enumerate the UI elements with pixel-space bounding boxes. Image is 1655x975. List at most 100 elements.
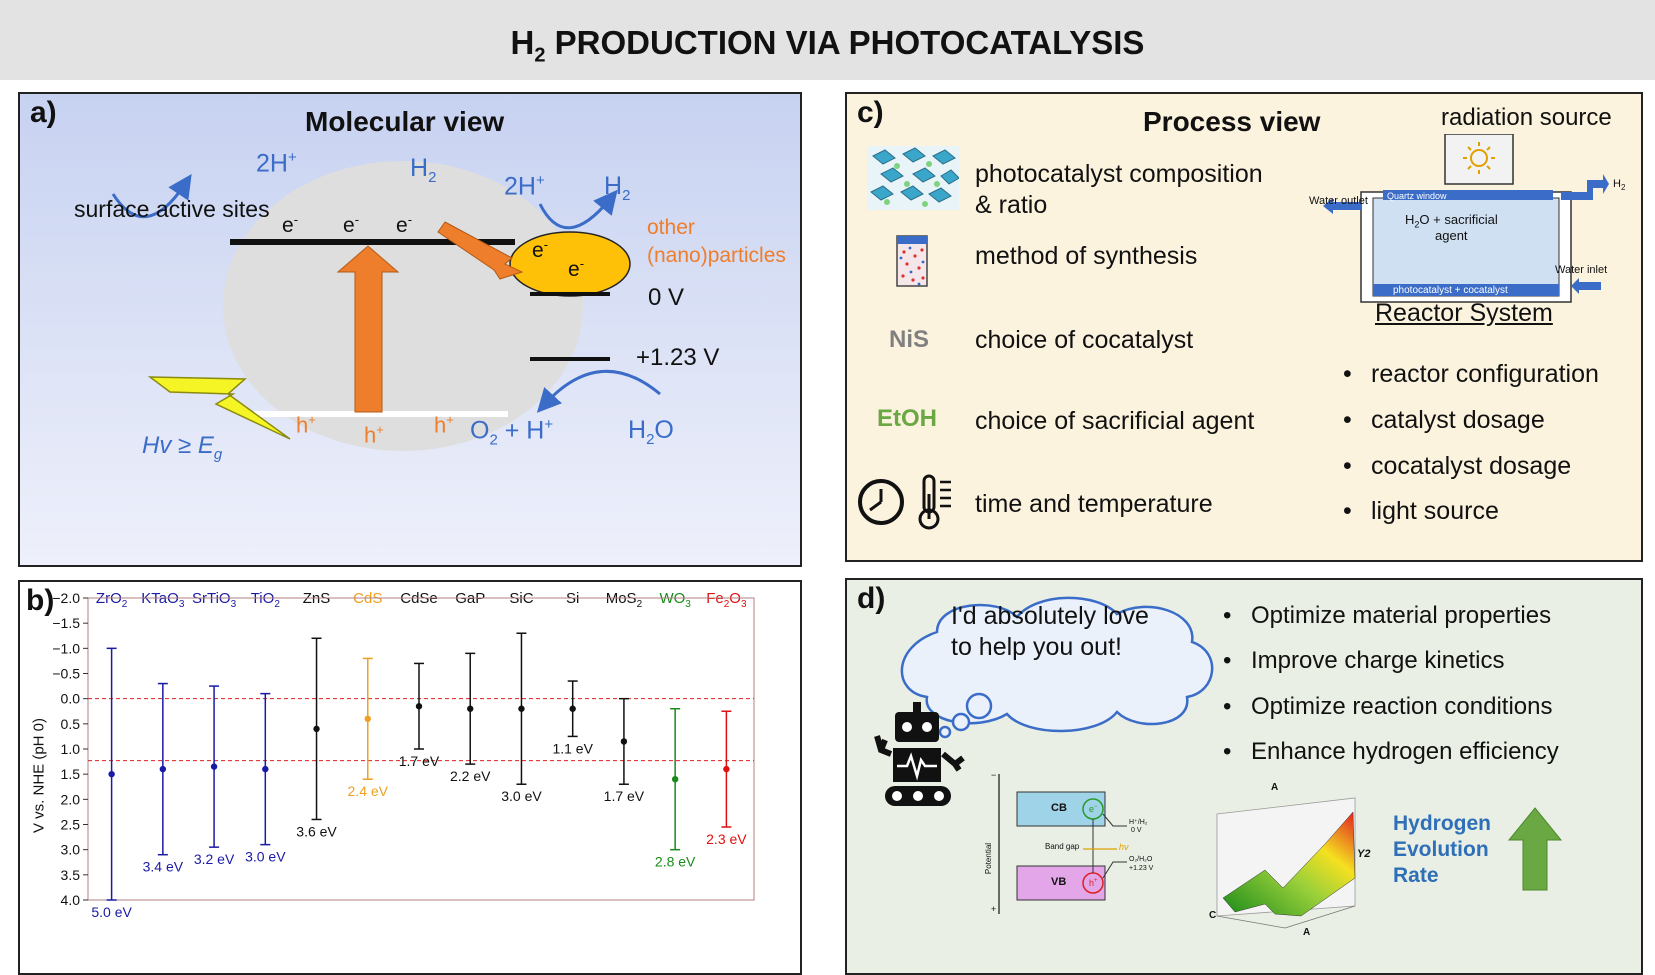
h2-outlet-arrow	[1561, 174, 1609, 200]
gap-label: 3.6 eV	[296, 823, 337, 839]
band-midpoint	[262, 765, 269, 773]
band-diagram	[998, 774, 1127, 914]
gap-label: 5.0 eV	[91, 904, 132, 920]
light-bolt-icon	[147, 376, 291, 440]
band-midpoint	[108, 770, 115, 778]
gap-label: 1.7 eV	[399, 753, 440, 769]
panel-b-label: b)	[26, 584, 55, 617]
band-midpoint	[518, 705, 525, 712]
band-electron: e−	[1089, 804, 1098, 814]
bubble-text-line1: I'd absolutely love	[951, 602, 1149, 630]
gap-label: 2.8 eV	[655, 854, 696, 870]
title-rest: PRODUCTION VIA PHOTOCATALYSIS	[545, 24, 1145, 61]
main-title: H2 PRODUCTION VIA PHOTOCATALYSIS	[0, 24, 1655, 68]
gap-label: 3.0 eV	[245, 849, 286, 865]
process-bullet-light: light source	[1343, 497, 1499, 526]
catalyst-layer-label: photocatalyst + cocatalyst	[1393, 285, 1508, 296]
y-tick-label: 0.0	[61, 691, 81, 707]
surface-axis-y2: Y2	[1357, 848, 1371, 860]
clock-icon	[858, 479, 904, 525]
band-midpoint	[671, 776, 679, 783]
y-tick-label: −0.5	[52, 666, 80, 682]
reduction-arrow-2	[538, 189, 618, 230]
y-tick-label: 1.0	[61, 741, 81, 757]
band-hole: h+	[1089, 878, 1098, 888]
band-midpoint	[159, 765, 167, 773]
radiation-source-label: radiation source	[1441, 104, 1612, 131]
gap-label: 3.2 eV	[194, 851, 235, 867]
quartz-window-label: Quartz window	[1387, 191, 1447, 201]
gap-label: 2.4 eV	[348, 783, 389, 799]
surface-axis-a-bottom: A	[1303, 927, 1311, 938]
molecular-diagram	[111, 161, 661, 451]
reactor-h2-label: H2	[1613, 178, 1626, 193]
label-h2-1: H2	[410, 154, 437, 186]
electron-3: e-	[396, 212, 413, 237]
reactor-system-caption: Reactor System	[1375, 299, 1553, 327]
y-tick-label: 2.0	[61, 791, 81, 807]
hole-1: h+	[296, 412, 316, 438]
hole-2: h+	[364, 422, 384, 448]
robot-icon	[874, 702, 965, 806]
synthesis-vial-icon	[896, 235, 928, 287]
ai-bullet-material: Optimize material properties	[1223, 602, 1551, 630]
transfer-arrow	[437, 221, 524, 280]
panel-c-label: c)	[857, 96, 884, 129]
band-o-couple: O₂/H₂O	[1129, 856, 1153, 863]
band-midpoint	[723, 765, 730, 773]
band-cb-label: CB	[1051, 802, 1067, 814]
radiation-lamp	[1444, 134, 1514, 185]
ai-bullet-kinetics: Improve charge kinetics	[1223, 647, 1504, 675]
y-tick-label: −1.0	[52, 640, 80, 656]
y-tick-label: 3.5	[61, 867, 81, 883]
reactor-diagram	[1323, 134, 1609, 303]
band-hv-label: hν	[1119, 842, 1129, 852]
electron-5: e-	[568, 256, 585, 281]
excitation-arrow	[336, 245, 400, 413]
band-gap-label: Band gap	[1045, 842, 1080, 851]
gap-label: 2.2 eV	[450, 768, 491, 784]
band-midpoint	[569, 705, 576, 712]
panel-a-label: a)	[30, 96, 57, 129]
item-time-temperature: time and temperature	[975, 490, 1213, 518]
label-h2-2: H2	[604, 172, 631, 204]
gap-label: 2.3 eV	[706, 831, 747, 847]
electron-4: e-	[532, 237, 549, 262]
reduction-arrow-1	[111, 174, 192, 219]
crystal-structure-icon	[867, 146, 959, 210]
y-tick-label: −1.5	[52, 615, 80, 631]
gap-label: 1.1 eV	[552, 740, 593, 756]
process-bullet-cocatalyst: cocatalyst dosage	[1343, 452, 1571, 481]
item-composition-line1: photocatalyst composition	[975, 160, 1263, 188]
y-tick-label: 2.5	[61, 817, 81, 833]
y-tick-label: 1.5	[61, 766, 81, 782]
item-cocatalyst: choice of cocatalyst	[975, 326, 1194, 354]
water-outlet-arrow	[1323, 198, 1361, 214]
hv-label: Hv ≥ Eg	[142, 432, 223, 463]
water-inlet-arrow	[1571, 278, 1601, 294]
process-bullet-catalyst: catalyst dosage	[1343, 406, 1545, 435]
reactor-solution-line2: agent	[1435, 228, 1468, 243]
gap-label: 3.4 eV	[143, 859, 184, 875]
band-midpoint	[210, 763, 218, 770]
other-particles-2: (nano)particles	[647, 244, 786, 267]
cocatalyst-icon-text: NiS	[889, 326, 930, 353]
band-midpoint	[620, 738, 628, 745]
y-tick-label: −2.0	[52, 590, 80, 606]
band-vb-label: VB	[1051, 876, 1067, 888]
surface-axis-c: C	[1209, 910, 1217, 921]
her-label-line2: Evolution	[1393, 838, 1489, 861]
ai-bullet-efficiency: Enhance hydrogen efficiency	[1223, 738, 1559, 766]
y-tick-label: 4.0	[61, 892, 81, 908]
response-surface-plot	[1216, 797, 1356, 929]
band-minus: −	[991, 770, 997, 780]
band-plus: +	[991, 904, 997, 914]
band-midpoint	[467, 705, 474, 712]
y-tick-label: 3.0	[61, 842, 81, 858]
water-inlet-label: Water inlet	[1555, 264, 1608, 276]
her-label-line1: Hydrogen	[1393, 812, 1492, 835]
hole-3: h+	[434, 412, 454, 438]
panel-ai-optimization: d) I'd absolutely love to help you out! …	[845, 578, 1643, 975]
electron-1: e-	[282, 212, 299, 237]
